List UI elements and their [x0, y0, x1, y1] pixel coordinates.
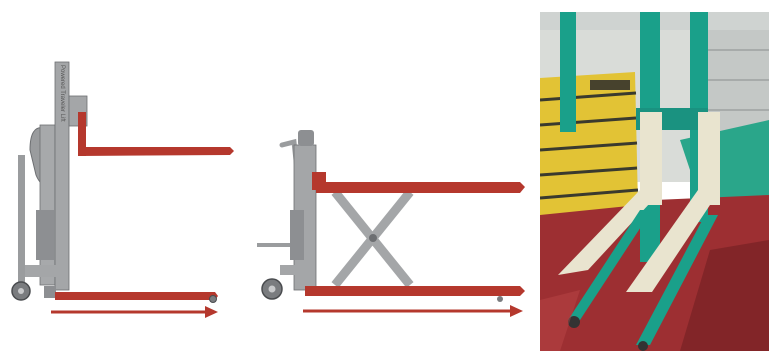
wheel-hub — [18, 288, 24, 294]
photo-mast-left — [560, 12, 576, 132]
foot-pedal — [257, 243, 294, 247]
wheel-icon — [497, 296, 503, 302]
arrow-right-icon — [510, 305, 523, 317]
wheel-icon — [638, 341, 648, 351]
scissor-pivot — [369, 234, 377, 242]
straddle-stacker-diagram: Powered Traveler Lift — [0, 0, 250, 351]
base-frame — [280, 265, 310, 275]
hazard-stripe — [590, 80, 630, 90]
upper-platform — [316, 182, 525, 193]
pump-cylinder — [290, 210, 304, 260]
photo-illustration — [540, 0, 769, 351]
mast-label: Powered Traveler Lift — [59, 65, 65, 122]
straddle-stacker-drawing: Powered Traveler Lift — [0, 0, 250, 351]
warehouse-stacker-photo — [540, 0, 769, 351]
mast-cap — [298, 130, 314, 146]
arrow-right-icon — [205, 306, 218, 318]
straddle-leg — [55, 292, 218, 300]
pump-body — [40, 125, 55, 285]
wheel-hub — [269, 286, 276, 293]
base-frame — [25, 265, 65, 277]
upper-fork — [78, 147, 234, 156]
base-block — [44, 286, 56, 298]
wheel-icon — [210, 296, 217, 303]
lower-base — [305, 286, 525, 296]
tiller-bar — [18, 155, 25, 285]
scissor-lift-drawing — [250, 0, 540, 351]
pump-cylinder — [36, 210, 54, 260]
scissor-lift-stacker-diagram — [250, 0, 540, 351]
